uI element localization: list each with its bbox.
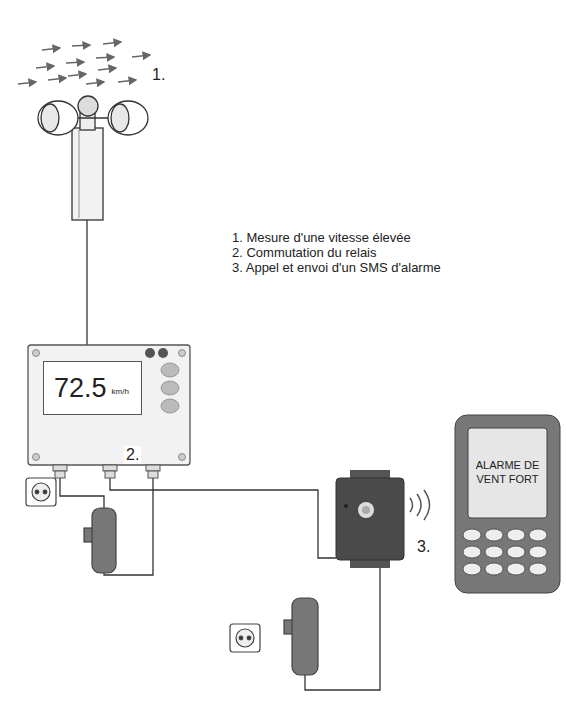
wind-arrows: [18, 42, 150, 84]
keypad-key: [529, 546, 547, 558]
step-description: 1. Mesure d'une vitesse élevée: [232, 230, 411, 245]
step-description: 3. Appel et envoi d'un SMS d'alarme: [232, 260, 441, 275]
keypad-key: [529, 563, 547, 575]
keypad-key: [463, 529, 481, 541]
callout-number: 3.: [415, 538, 432, 556]
phone-screen: ALARME DE VENT FORT: [469, 429, 546, 517]
keypad-key: [507, 563, 525, 575]
keypad-key: [463, 563, 481, 575]
wires: [60, 478, 380, 690]
keypad-key: [485, 529, 503, 541]
callout-number: 2.: [124, 446, 141, 464]
keypad-key: [463, 546, 481, 558]
keypad-key: [485, 563, 503, 575]
power-adapter: [26, 478, 116, 573]
step-description: 2. Commutation du relais: [232, 245, 377, 260]
keypad-key: [507, 546, 525, 558]
alarm-message: ALARME DE VENT FORT: [475, 459, 540, 487]
mobile-phone: [455, 415, 560, 593]
keypad-key: [507, 529, 525, 541]
keypad-key: [529, 529, 547, 541]
display-unit: km/h: [112, 387, 129, 396]
keypad-key: [485, 546, 503, 558]
display-screen: 72.5 km/h: [43, 361, 142, 415]
transmitter-housing: [28, 345, 190, 478]
power-adapter: [230, 598, 318, 675]
callout-number: 1.: [150, 66, 167, 84]
display-value: 72.5: [54, 373, 107, 404]
anemometer: [38, 96, 148, 345]
